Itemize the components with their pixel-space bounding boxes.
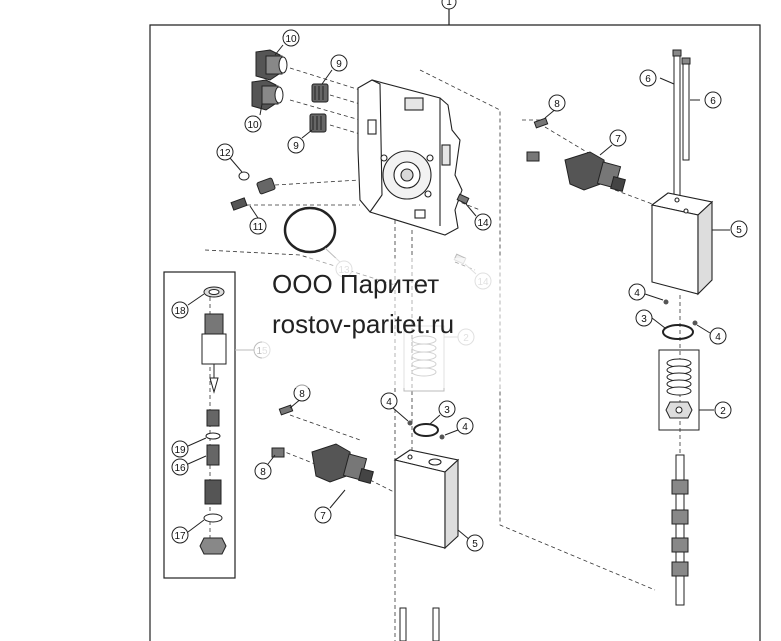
svg-text:11: 11 — [253, 222, 264, 233]
watermark-backdrop — [262, 258, 532, 388]
callout-4a: 4 — [628, 283, 664, 301]
ring-12 — [238, 171, 250, 181]
svg-text:9: 9 — [336, 59, 342, 70]
svg-text:4: 4 — [634, 288, 640, 299]
svg-text:5: 5 — [736, 225, 742, 236]
fitting-10-bottom — [251, 79, 284, 111]
callout-14a: 14 — [465, 203, 492, 231]
svg-text:6: 6 — [645, 74, 651, 85]
callout-1: 1 — [441, 0, 457, 10]
svg-text:3: 3 — [641, 314, 647, 325]
svg-text:4: 4 — [386, 397, 392, 408]
screw-14 — [456, 193, 470, 205]
svg-text:7: 7 — [320, 511, 326, 522]
screw-8-left — [278, 404, 294, 416]
callout-19: 19 — [171, 437, 207, 458]
svg-text:12: 12 — [219, 148, 231, 159]
plug-9-bottom — [309, 113, 327, 133]
plug-11-assembly — [230, 177, 276, 211]
callout-8a: 8 — [544, 94, 566, 119]
solenoid-block-5-upper — [650, 192, 714, 296]
callout-18: 18 — [171, 293, 205, 319]
svg-text:9: 9 — [293, 141, 299, 152]
o-ring-13 — [283, 206, 337, 254]
spring-2-right — [658, 349, 700, 431]
callout-8c: 8 — [254, 454, 276, 480]
callout-9a: 9 — [321, 54, 348, 85]
svg-text:16: 16 — [174, 463, 186, 474]
inset-box-15 — [163, 271, 236, 579]
callout-10a: 10 — [274, 29, 300, 56]
screw-4-right-b — [692, 320, 698, 326]
studs-lower — [399, 607, 440, 641]
callout-4d: 4 — [444, 417, 474, 436]
callout-2b: 2 — [699, 401, 732, 419]
callout-8b: 8 — [289, 384, 311, 409]
callout-17: 17 — [171, 519, 205, 544]
callout-6a: 6 — [639, 69, 675, 87]
spool-right — [671, 454, 689, 606]
screw-4-center-b — [439, 434, 445, 440]
callout-4c: 4 — [380, 392, 409, 422]
svg-text:8: 8 — [260, 467, 266, 478]
callout-4b: 4 — [696, 324, 727, 345]
svg-text:7: 7 — [615, 134, 621, 145]
callout-11: 11 — [249, 205, 267, 235]
callout-3a: 3 — [635, 309, 666, 329]
o-ring-3-center — [413, 423, 439, 437]
callout-12: 12 — [216, 143, 243, 173]
svg-text:4: 4 — [715, 332, 721, 343]
watermark-company: ООО Паритет — [272, 269, 439, 299]
svg-text:19: 19 — [174, 445, 186, 456]
screw-8-upper — [533, 117, 549, 129]
callout-10b: 10 — [244, 103, 263, 133]
callout-5a: 5 — [712, 220, 748, 238]
svg-text:5: 5 — [472, 539, 478, 550]
diagram-frame — [149, 8, 761, 641]
callout-6b: 6 — [690, 91, 722, 109]
solenoid-7-upper — [526, 151, 626, 192]
svg-text:1: 1 — [446, 0, 452, 8]
svg-text:10: 10 — [285, 34, 297, 45]
callout-7b: 7 — [314, 489, 346, 524]
svg-text:8: 8 — [554, 99, 560, 110]
callout-16: 16 — [171, 455, 207, 476]
svg-text:14: 14 — [477, 218, 489, 229]
svg-text:3: 3 — [444, 405, 450, 416]
svg-text:10: 10 — [247, 120, 259, 131]
screw-4-right-a — [663, 299, 669, 305]
svg-text:17: 17 — [174, 531, 186, 542]
callout-9b: 9 — [287, 129, 313, 154]
svg-text:2: 2 — [720, 406, 726, 417]
callout-3b: 3 — [429, 400, 456, 425]
o-ring-3-right — [662, 324, 694, 340]
studs-6 — [672, 49, 691, 203]
valve-section-body — [357, 79, 463, 236]
svg-text:4: 4 — [462, 422, 468, 433]
watermark-website: rostov-paritet.ru — [272, 309, 454, 339]
solenoid-block-5-lower — [393, 449, 460, 550]
svg-text:8: 8 — [299, 389, 305, 400]
inset-parts — [199, 286, 227, 555]
solenoid-7-lower — [271, 443, 374, 484]
callout-5b: 5 — [457, 529, 484, 552]
screw-4-center-a — [407, 420, 413, 426]
svg-text:6: 6 — [710, 96, 716, 107]
plug-9-top — [311, 83, 329, 103]
fitting-10-top — [255, 49, 288, 81]
callout-7a: 7 — [599, 129, 627, 156]
svg-text:18: 18 — [174, 306, 186, 317]
